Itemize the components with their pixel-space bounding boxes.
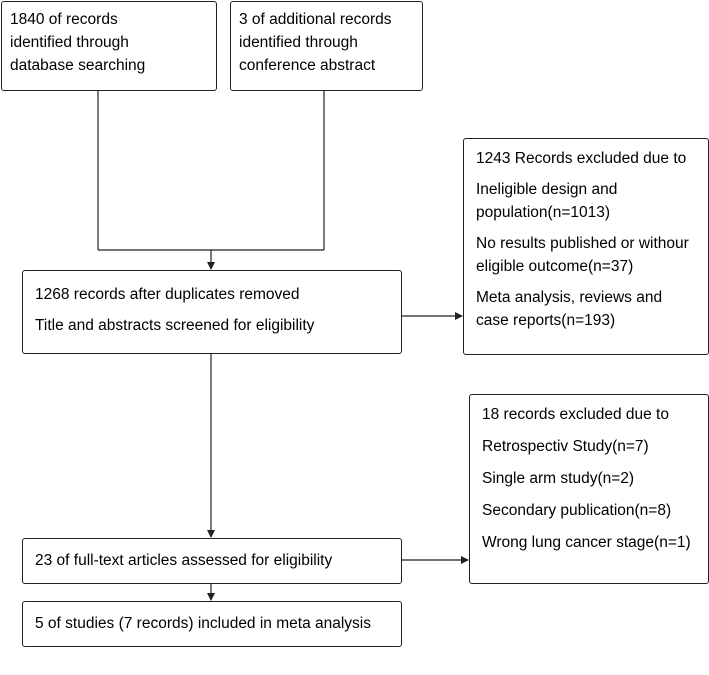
excluded-second-reason: Secondary publication(n=8)	[482, 502, 672, 519]
full-text-assessed-box: 23 of full-text articles assessed for el…	[22, 538, 402, 584]
excluded-first-reason: Ineligible design and population(n=1013)	[476, 181, 618, 221]
excluded-first-heading: 1243 Records excluded due to	[476, 150, 687, 167]
duplicates-removed-text: 1268 records after duplicates removed	[35, 286, 300, 303]
excluded-second-heading: 18 records excluded due to	[482, 406, 669, 423]
database-records-text: 1840 of records identified through datab…	[10, 11, 146, 74]
excluded-second-reason: Single arm study(n=2)	[482, 470, 635, 487]
full-text-assessed-text: 23 of full-text articles assessed for el…	[35, 552, 333, 569]
conference-records-text: 3 of additional records identified throu…	[239, 11, 392, 74]
conference-records-box: 3 of additional records identified throu…	[230, 1, 423, 91]
excluded-records-first-box: 1243 Records excluded due to Ineligible …	[463, 138, 709, 355]
screening-text: Title and abstracts screened for eligibi…	[35, 317, 315, 334]
excluded-first-reason: No results published or withour eligible…	[476, 235, 689, 275]
database-records-box: 1840 of records identified through datab…	[1, 1, 217, 91]
excluded-first-reason: Meta analysis, reviews and case reports(…	[476, 289, 663, 329]
excluded-records-second-box: 18 records excluded due to Retrospectiv …	[469, 394, 709, 584]
excluded-second-reason: Wrong lung cancer stage(n=1)	[482, 534, 691, 551]
studies-included-text: 5 of studies (7 records) included in met…	[35, 615, 371, 632]
excluded-second-reason: Retrospectiv Study(n=7)	[482, 438, 649, 455]
duplicates-removed-box: 1268 records after duplicates removed Ti…	[22, 270, 402, 354]
studies-included-box: 5 of studies (7 records) included in met…	[22, 601, 402, 647]
